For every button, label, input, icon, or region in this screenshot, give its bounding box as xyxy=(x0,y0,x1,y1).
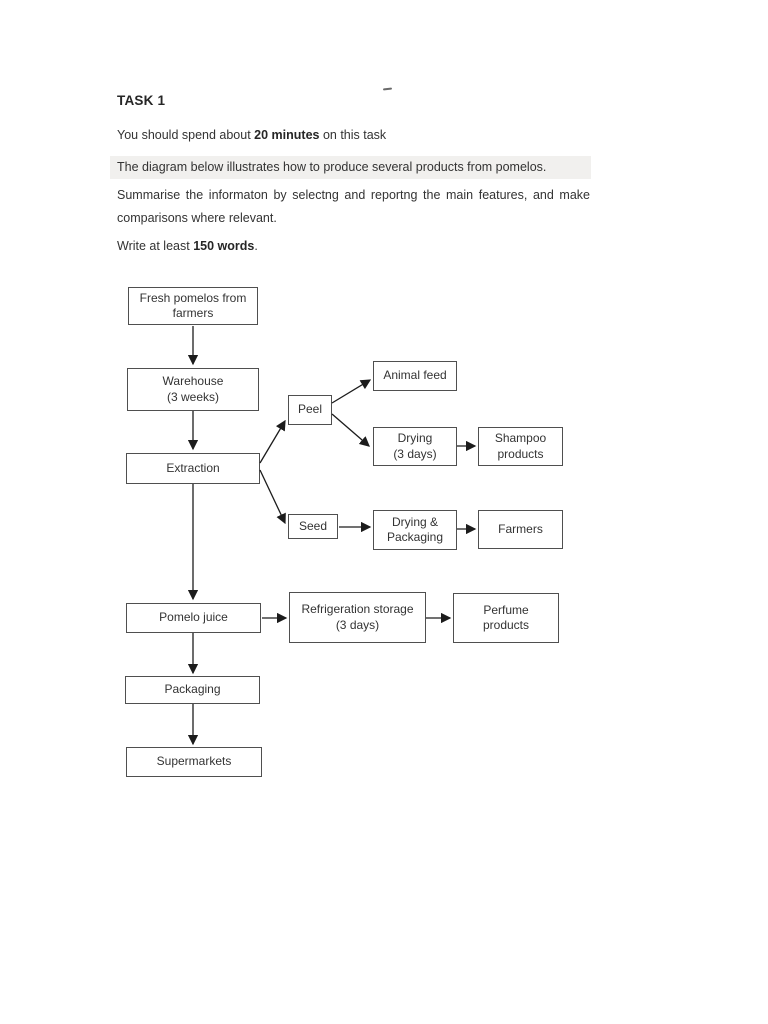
node-packaging: Packaging xyxy=(125,676,260,704)
word-count-prefix: Write at least xyxy=(117,239,194,253)
node-packaging-label: Packaging xyxy=(164,682,221,697)
edge-extraction-to-peel xyxy=(259,419,286,464)
scan-artifact-dash xyxy=(382,87,393,91)
task-heading: TASK 1 xyxy=(117,93,166,108)
word-count-bold: 150 words xyxy=(193,239,255,253)
time-instruction: You should spend about 20 minutes on thi… xyxy=(117,127,386,143)
node-peel-label: Peel xyxy=(297,402,323,417)
node-refrigeration-storage: Refrigeration storage (3 days) xyxy=(289,592,426,643)
node-animal-feed-label: Animal feed xyxy=(383,368,447,383)
prompt-text: The diagram below illustrates how to pro… xyxy=(117,160,547,174)
word-count-instruction: Write at least 150 words. xyxy=(117,238,258,254)
node-perfume-products: Perfume products xyxy=(453,593,559,643)
node-animal-feed: Animal feed xyxy=(373,361,457,391)
edge-extraction-to-seed xyxy=(259,469,286,525)
node-peel: Peel xyxy=(288,395,332,425)
node-pomelo-juice: Pomelo juice xyxy=(126,603,261,633)
summarise-paragraph: Summarise the informaton by selectng and… xyxy=(117,188,590,225)
word-count-suffix: . xyxy=(254,239,258,253)
prompt-highlight: The diagram below illustrates how to pro… xyxy=(110,156,591,179)
node-warehouse-label: Warehouse (3 weeks) xyxy=(162,374,224,404)
node-drying-packaging: Drying & Packaging xyxy=(373,510,457,550)
node-seed: Seed xyxy=(288,514,338,539)
node-shampoo-products-label: Shampoo products xyxy=(494,431,547,461)
node-supermarkets: Supermarkets xyxy=(126,747,262,777)
node-shampoo-products: Shampoo products xyxy=(478,427,563,466)
node-warehouse: Warehouse (3 weeks) xyxy=(127,368,259,411)
node-extraction: Extraction xyxy=(126,453,260,484)
time-instruction-bold: 20 minutes xyxy=(254,128,320,142)
node-drying: Drying (3 days) xyxy=(373,427,457,466)
node-seed-label: Seed xyxy=(298,518,328,533)
node-refrigeration-storage-label: Refrigeration storage (3 days) xyxy=(301,602,414,632)
edge-peel-to-animal-feed xyxy=(331,379,372,404)
node-pomelo-juice-label: Pomelo juice xyxy=(159,610,228,625)
node-fresh-pomelos-label: Fresh pomelos from farmers xyxy=(139,290,247,321)
node-fresh-pomelos: Fresh pomelos from farmers xyxy=(128,287,258,325)
node-drying-packaging-label: Drying & Packaging xyxy=(386,514,444,545)
node-farmers: Farmers xyxy=(478,510,563,549)
time-instruction-suffix: on this task xyxy=(319,128,387,142)
node-extraction-label: Extraction xyxy=(166,460,220,475)
time-instruction-prefix: You should spend about xyxy=(117,128,255,142)
node-perfume-products-label: Perfume products xyxy=(482,602,530,633)
node-drying-label: Drying (3 days) xyxy=(393,431,437,461)
edge-peel-to-drying xyxy=(331,413,370,447)
node-supermarkets-label: Supermarkets xyxy=(156,754,232,769)
node-farmers-label: Farmers xyxy=(498,521,543,536)
